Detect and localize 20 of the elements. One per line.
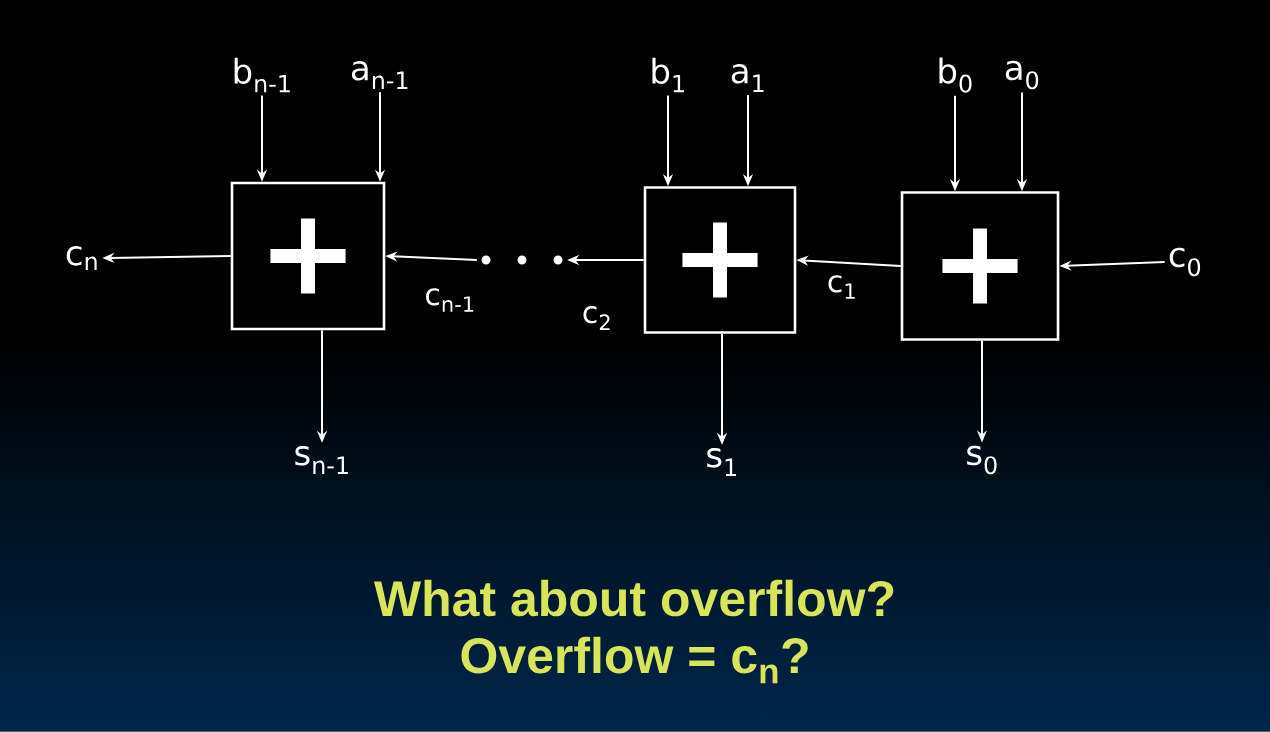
signal-label: c$_{0}$ [1169,247,1201,277]
signal-label: a$_{0}$ [1005,60,1039,90]
caption-text: Overflow = c$_{n}$? [461,636,808,684]
signal-label: a$_{1}$ [731,64,764,92]
caption-text: What about overflow? [373,579,894,617]
signal-label: c$_{n}$ [66,246,97,270]
ellipsis-dots [481,255,563,265]
edge-label: c$_{2}$ [579,304,615,332]
edge-label: c$_{n-1}$ [422,286,478,314]
edge-label: c$_{1}$ [824,273,860,301]
signal-label: s$_{n-1}$ [295,446,348,474]
adder-box: + [230,181,386,331]
adder-box: + [643,186,797,334]
adder-box: + [900,191,1060,341]
signal-label: b$_{0}$ [939,57,972,93]
signal-label: s$_{0}$ [967,445,997,475]
signal-label: a$_{n-1}$ [351,61,408,89]
signal-label: b$_{1}$ [652,57,684,93]
signal-label: s$_{1}$ [707,448,736,476]
signal-label: b$_{n-1}$ [234,57,290,93]
